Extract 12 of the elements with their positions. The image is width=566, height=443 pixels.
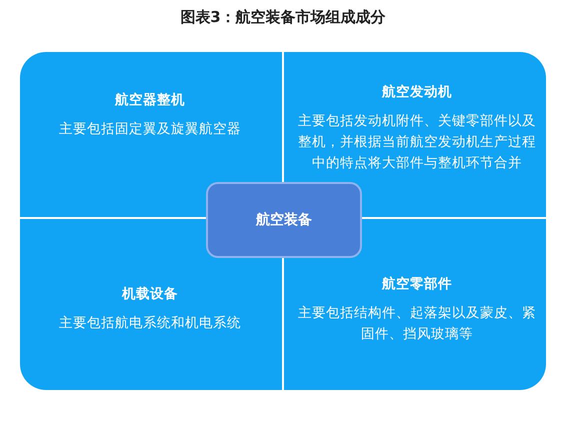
quadrant-panel	[20, 52, 546, 390]
quadrant-heading: 航空器整机	[114, 91, 186, 110]
quadrant-description: 主要包括固定翼及旋翼航空器	[58, 120, 242, 139]
center-label: 航空装备	[256, 211, 312, 229]
center-box	[206, 182, 362, 258]
quadrant-description: 主要包括航电系统和机电系统	[58, 314, 242, 333]
quadrant-description: 主要包括发动机附件、关键零部件以及整机，并根据当前航空发动机生产过程中的特点将大部件与整机环节合并	[297, 112, 537, 173]
quadrant-heading: 航空零部件	[380, 275, 453, 294]
quadrant-heading: 航空发动机	[380, 83, 453, 102]
quadrant-description: 主要包括结构件、起落架以及蒙皮、紧固件、挡风玻璃等	[297, 304, 537, 344]
quadrant-heading: 机载设备	[120, 285, 179, 304]
chart-title: 图表3：航空装备市场组成成分	[179, 8, 387, 27]
